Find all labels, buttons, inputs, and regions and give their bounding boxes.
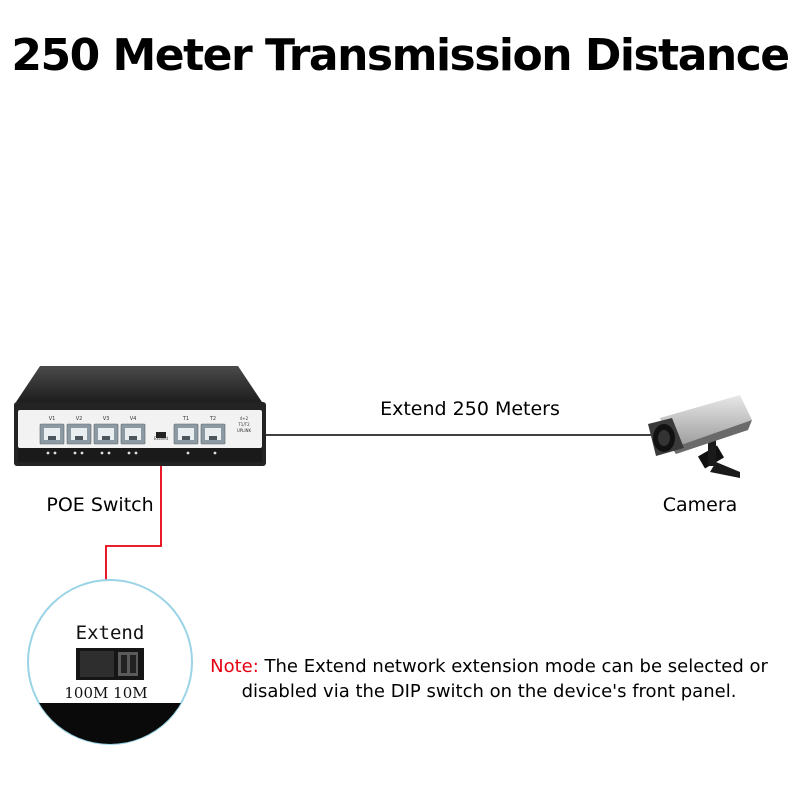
page-title: 250 Meter Transmission Distance [11,30,790,81]
port-labels: V1 V2 V3 V4 T1 T2 Extend 4+2 T1/T2 UPLIN… [49,416,252,441]
uplink-label-1: 4+2 [240,416,249,421]
extend-mark-label: Extend [154,436,168,441]
inset-heading: Extend [76,622,145,644]
inset-dip-switch [76,648,144,680]
port-label-v2: V2 [76,416,83,422]
note-text: Note: The Extend network extension mode … [186,654,792,704]
note-line-1: The Extend network extension mode can be… [258,656,768,677]
poe-switch-label: POE Switch [46,494,154,516]
status-leds [46,451,217,455]
uplink-label-2: T1/T2 [237,422,250,427]
cctv-camera-icon [648,395,752,478]
port-label-v3: V3 [103,416,110,422]
port-label-v4: V4 [130,416,137,422]
camera-label: Camera [662,494,738,516]
poe-switch: V1 V2 V3 V4 T1 T2 Extend 4+2 T1/T2 UPLIN… [14,366,266,466]
note-prefix: Note: [210,656,259,677]
uplink-label-3: UPLINK [237,428,252,433]
dip-switch-icon [156,432,166,438]
port-label-t2: T2 [209,416,216,422]
inset-options: 100M 10M [64,684,147,702]
port-label-v1: V1 [49,416,56,422]
port-label-t1: T1 [182,416,189,422]
note-line-2: disabled via the DIP switch on the devic… [241,681,737,702]
callout-red-line [105,439,162,590]
dip-switch-inset: Extend 100M 10M [27,579,193,745]
extend-distance-label: Extend 250 Meters [380,398,560,420]
